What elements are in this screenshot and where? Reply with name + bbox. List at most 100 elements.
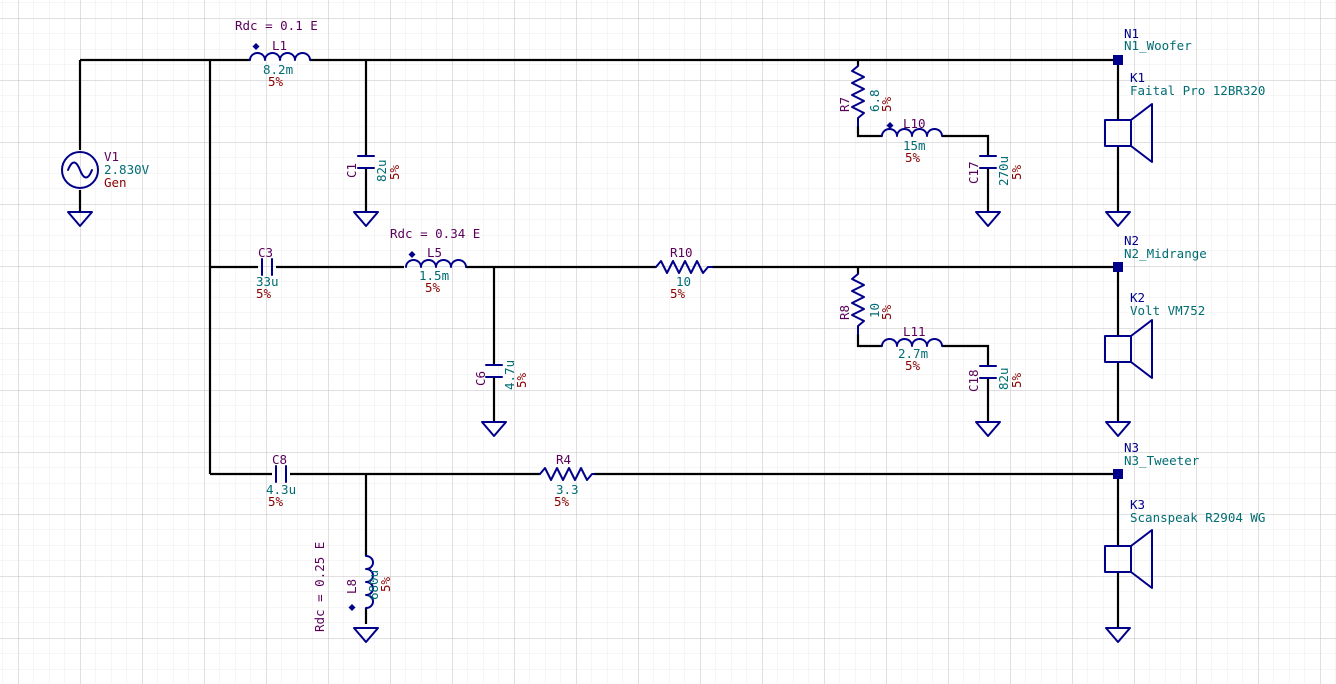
ground-icon	[1105, 211, 1131, 227]
c18-tol: 5%	[1009, 372, 1024, 388]
ground-c1	[353, 211, 379, 227]
capacitor-c1: C1 82u 5%	[344, 155, 402, 182]
r10-value: 10	[676, 274, 691, 289]
speaker-icon	[1104, 319, 1153, 379]
l1-tol: 5%	[268, 74, 284, 89]
k3-model: Scanspeak R2904 WG	[1130, 510, 1265, 525]
r7-value: 6.8	[867, 89, 882, 112]
inductor-icon	[405, 251, 467, 268]
inductor-icon	[249, 43, 311, 61]
wires	[78, 58, 1120, 628]
n3-id: N3	[1124, 440, 1139, 455]
capacitor-icon	[275, 465, 287, 483]
n1-label: N1_Woofer	[1124, 38, 1192, 53]
n2-id: N2	[1124, 233, 1139, 248]
node-marker-icon	[1113, 262, 1123, 272]
c1-value: 82u	[374, 159, 389, 182]
capacitor-c17: C17 270u 5%	[966, 155, 1024, 186]
l11-tol: 5%	[905, 358, 921, 373]
r4-tol: 5%	[554, 494, 570, 509]
resistor-r7: R7 6.8 5%	[837, 65, 894, 127]
resistor-r10: R10 10 5%	[655, 245, 713, 301]
ground-icon	[67, 211, 93, 227]
ground-c18	[975, 421, 1001, 437]
k2-name: K2	[1130, 290, 1145, 305]
r8-tol: 5%	[879, 304, 894, 320]
ground-icon	[1105, 627, 1131, 643]
ground-icon	[975, 421, 1001, 437]
node-n1: N1 N1_Woofer	[1113, 26, 1192, 65]
inductor-icon	[881, 338, 943, 347]
l10-value: 15m	[903, 138, 926, 153]
l1-name: L1	[272, 38, 287, 53]
ground-k3	[1105, 627, 1131, 643]
c17-name: C17	[966, 161, 981, 184]
l5-value: 1.5m	[419, 268, 449, 283]
k1-model: Faital Pro 12BR320	[1130, 83, 1265, 98]
l1-value: 8.2m	[263, 62, 293, 77]
c8-name: C8	[272, 452, 287, 467]
capacitor-c6: C6 4.7u 5%	[473, 360, 529, 390]
c8-tol: 5%	[268, 494, 284, 509]
c6-value: 4.7u	[502, 360, 517, 390]
speaker-icon	[1104, 103, 1153, 163]
speaker-k1: K1 Faital Pro 12BR320	[1104, 70, 1265, 163]
r10-name: R10	[670, 245, 693, 260]
v1-label: Gen	[104, 175, 127, 190]
node-n3: N3 N3_Tweeter	[1113, 440, 1200, 479]
r7-name: R7	[837, 97, 852, 112]
ground-k1	[1105, 211, 1131, 227]
node-marker-icon	[1113, 55, 1123, 65]
c17-tol: 5%	[1009, 164, 1024, 180]
l10-tol: 5%	[905, 150, 921, 165]
ground-icon	[353, 627, 379, 643]
ground-icon	[481, 421, 507, 437]
c6-tol: 5%	[514, 372, 529, 388]
resistor-r4: R4 3.3 5%	[539, 452, 595, 509]
l8-name: L8	[344, 579, 359, 594]
capacitor-icon	[979, 155, 997, 169]
n2-label: N2_Midrange	[1124, 246, 1207, 261]
c18-name: C18	[966, 369, 981, 392]
v1-value: 2.830V	[104, 162, 150, 177]
speaker-k3: K3 Scanspeak R2904 WG	[1104, 497, 1265, 589]
source-v1: V1 2.830V Gen	[61, 149, 150, 190]
ground-icon	[975, 211, 1001, 227]
l5-tol: 5%	[425, 280, 441, 295]
c3-value: 33u	[256, 274, 279, 289]
r4-value: 3.3	[556, 482, 579, 497]
node-n2: N2 N2_Midrange	[1113, 233, 1207, 272]
capacitor-icon	[261, 258, 273, 276]
ground-l8	[353, 627, 379, 643]
c1-name: C1	[344, 163, 359, 178]
k3-name: K3	[1130, 497, 1145, 512]
speaker-k2: K2 Volt VM752	[1104, 290, 1205, 379]
l1-rdc: Rdc = 0.1 E	[235, 18, 318, 33]
c8-value: 4.3u	[266, 482, 296, 497]
capacitor-icon	[485, 364, 503, 378]
resistor-icon	[851, 65, 865, 127]
l8-value: 680u	[366, 570, 381, 600]
speaker-icon	[1104, 529, 1153, 589]
r10-tol: 5%	[670, 286, 686, 301]
ground-c17	[975, 211, 1001, 227]
r7-tol: 5%	[879, 96, 894, 112]
inductor-icon	[881, 122, 943, 137]
l10-name: L10	[903, 116, 926, 131]
n1-id: N1	[1124, 26, 1139, 41]
ground-v1	[67, 211, 93, 227]
l11-value: 2.7m	[898, 346, 928, 361]
capacitor-c3: C3 33u 5%	[256, 245, 279, 301]
l5-rdc: Rdc = 0.34 E	[390, 226, 480, 241]
ac-source-icon	[61, 151, 99, 189]
capacitor-icon	[979, 365, 997, 379]
node-marker-icon	[1113, 469, 1123, 479]
inductor-l5: Rdc = 0.34 E L5 1.5m 5%	[390, 226, 480, 295]
r8-name: R8	[837, 305, 852, 320]
c3-name: C3	[258, 245, 273, 260]
ground-k2	[1105, 421, 1131, 437]
resistor-r8: R8 10 5%	[837, 273, 894, 335]
inductor-l8: Rdc = 0.25 E L8 680u 5%	[312, 542, 393, 632]
